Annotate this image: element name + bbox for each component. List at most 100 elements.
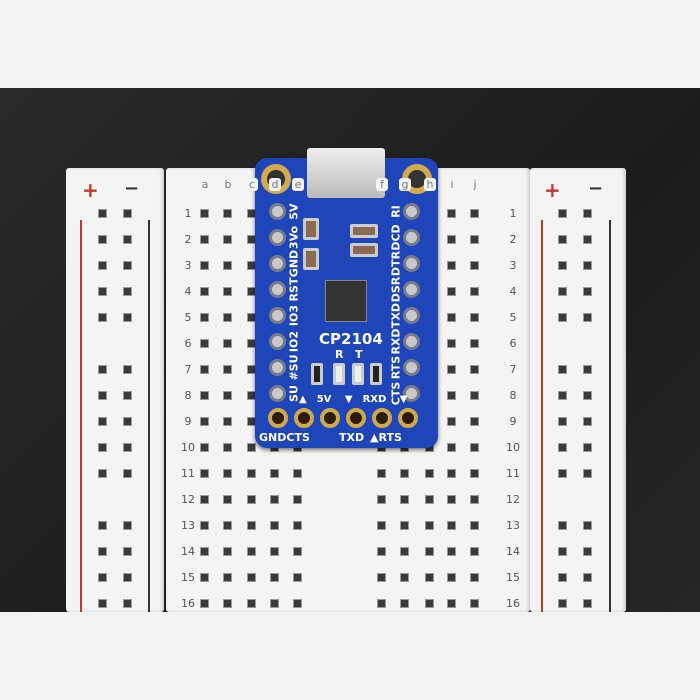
rail-hole [583,261,592,270]
right-power-rail [530,168,626,612]
breadboard-hole [447,443,456,452]
breadboard-hole [223,313,232,322]
breadboard-hole [425,495,434,504]
row-number-right: 6 [509,337,517,350]
rail-hole [98,443,107,452]
row-number-left: 12 [181,493,195,506]
cp2104-chip [325,280,367,322]
breadboard-hole [200,339,209,348]
rail-hole [583,313,592,322]
rail-hole [123,417,132,426]
label-gnd: GND [259,431,287,444]
rail-hole [123,391,132,400]
right-rail-red-line [541,220,543,612]
rail-hole [123,287,132,296]
breadboard-hole [270,521,279,530]
row-number-left: 2 [184,233,192,246]
pin-pad [403,333,420,350]
breadboard-hole [270,469,279,478]
column-letter: c [246,178,258,191]
breadboard-hole [447,313,456,322]
breadboard-hole [247,521,256,530]
led-label-t: T [355,348,363,361]
breadboard-hole [377,547,386,556]
led-rx [333,363,345,385]
row-number-right: 12 [506,493,520,506]
row-number-left: 10 [181,441,195,454]
breadboard-hole [293,495,302,504]
breadboard-hole [447,365,456,374]
label-txd: TXD [339,431,365,444]
rail-hole [98,573,107,582]
breadboard-hole [200,313,209,322]
rail-hole [558,469,567,478]
arrow-up-icon: ▲ [370,431,379,444]
breadboard-hole [470,443,479,452]
column-letter: d [269,178,281,191]
row-number-left: 11 [181,467,195,480]
breadboard-hole [223,417,232,426]
pin-pad [403,307,420,324]
breadboard-hole [470,469,479,478]
column-letter: b [222,178,234,191]
breadboard-hole [247,443,256,452]
breadboard-hole [470,599,479,608]
rail-hole [583,391,592,400]
led-label-r: R [335,348,344,361]
row-number-right: 9 [509,415,517,428]
header-pad [398,408,418,428]
label-rxd: RXD [362,394,387,405]
breadboard-hole [200,365,209,374]
breadboard-hole [470,287,479,296]
breadboard-hole [447,287,456,296]
breadboard-hole [447,547,456,556]
breadboard-hole [447,469,456,478]
resistor [311,363,323,385]
row-number-right: 11 [506,467,520,480]
pin-pad [269,255,286,272]
breadboard-hole [447,521,456,530]
row-number-right: 5 [509,311,517,324]
breadboard-hole [400,573,409,582]
breadboard-hole [377,573,386,582]
breadboard-hole [400,495,409,504]
row-number-right: 10 [506,441,520,454]
row-number-left: 7 [184,363,192,376]
rail-hole [583,443,592,452]
row-number-right: 4 [509,285,517,298]
row-number-right: 2 [509,233,517,246]
row-number-right: 1 [509,207,517,220]
pin-pad [269,385,286,402]
header-pad [268,408,288,428]
breadboard-hole [270,495,279,504]
breadboard-hole [293,599,302,608]
breadboard-hole [400,599,409,608]
row-number-left: 14 [181,545,195,558]
rail-hole [123,599,132,608]
row-number-left: 4 [184,285,192,298]
breadboard-hole [470,365,479,374]
column-letter: g [399,178,411,191]
row-number-right: 8 [509,389,517,402]
rail-hole [558,547,567,556]
breadboard-hole [223,287,232,296]
row-number-left: 15 [181,571,195,584]
breadboard-hole [247,547,256,556]
breadboard-hole [223,235,232,244]
micro-usb-connector[interactable] [307,148,385,198]
breadboard-hole [377,521,386,530]
breadboard-hole [425,573,434,582]
breadboard-hole [200,495,209,504]
capacitor [303,248,319,270]
pin-pad [269,203,286,220]
row-number-left: 8 [184,389,192,402]
label-5v: 5V [316,394,332,405]
breadboard-hole [400,469,409,478]
breadboard-hole [425,547,434,556]
breadboard-hole [425,469,434,478]
header-pad [372,408,392,428]
pin-pad [269,333,286,350]
row-number-left: 6 [184,337,192,350]
rail-hole [123,209,132,218]
rail-hole [98,209,107,218]
